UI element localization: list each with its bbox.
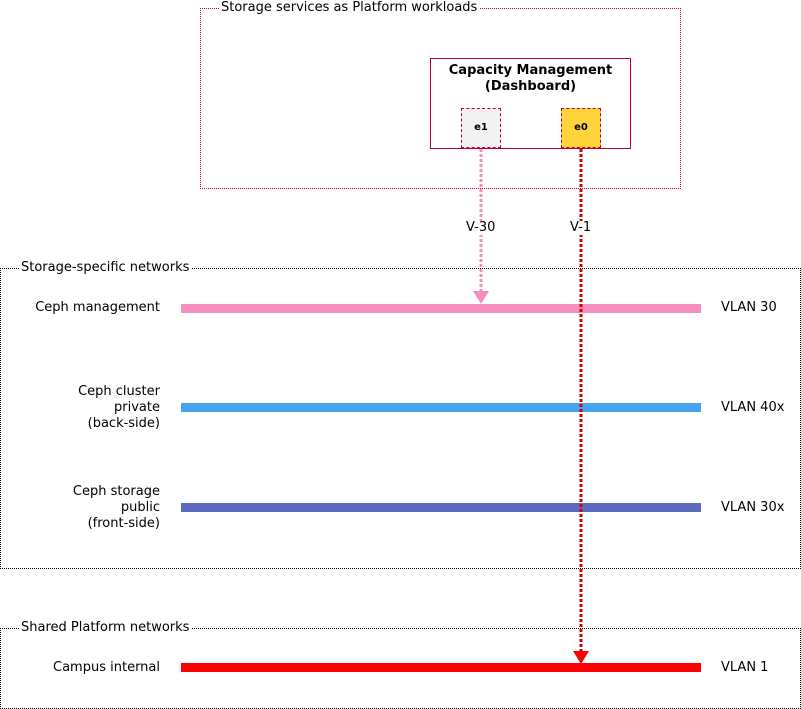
network-label-campus-internal: Campus internal bbox=[53, 660, 160, 675]
vlan-label-30: VLAN 30 bbox=[721, 300, 777, 315]
network-label-ceph-management: Ceph management bbox=[35, 300, 160, 315]
network-bar-campus-internal[interactable] bbox=[181, 663, 701, 672]
workloads-group-title: Storage services as Platform workloads bbox=[219, 0, 480, 15]
vlan-label-30x: VLAN 30x bbox=[721, 500, 785, 515]
link-label-e0: V-1 bbox=[570, 220, 592, 235]
link-e0-connector[interactable] bbox=[573, 149, 589, 664]
port-e0[interactable]: e0 bbox=[561, 108, 601, 148]
dashboard-box[interactable] bbox=[430, 58, 631, 149]
shared-networks-group-title: Shared Platform networks bbox=[19, 620, 192, 635]
dashboard-title-line2: (Dashboard) bbox=[484, 79, 577, 94]
vlan-label-1: VLAN 1 bbox=[721, 660, 769, 675]
storage-networks-group-title: Storage-specific networks bbox=[19, 260, 192, 275]
link-e1-arrowhead bbox=[473, 291, 489, 304]
port-e1[interactable]: e1 bbox=[461, 108, 501, 148]
network-label-ceph-storage-public: Ceph storage public (front-side) bbox=[72, 484, 160, 531]
link-e0-arrowhead bbox=[573, 651, 589, 664]
network-bar-ceph-management[interactable] bbox=[181, 304, 701, 313]
link-label-e1: V-30 bbox=[466, 220, 496, 235]
vlan-label-40x: VLAN 40x bbox=[721, 400, 785, 415]
network-bar-ceph-cluster-private[interactable] bbox=[181, 403, 701, 412]
dashboard-title-line1: Capacity Management bbox=[448, 63, 613, 78]
dashboard-title: Capacity Management (Dashboard) bbox=[430, 63, 631, 95]
network-bar-ceph-storage-public[interactable] bbox=[181, 503, 701, 512]
network-label-ceph-cluster-private: Ceph cluster private (back-side) bbox=[78, 384, 160, 431]
